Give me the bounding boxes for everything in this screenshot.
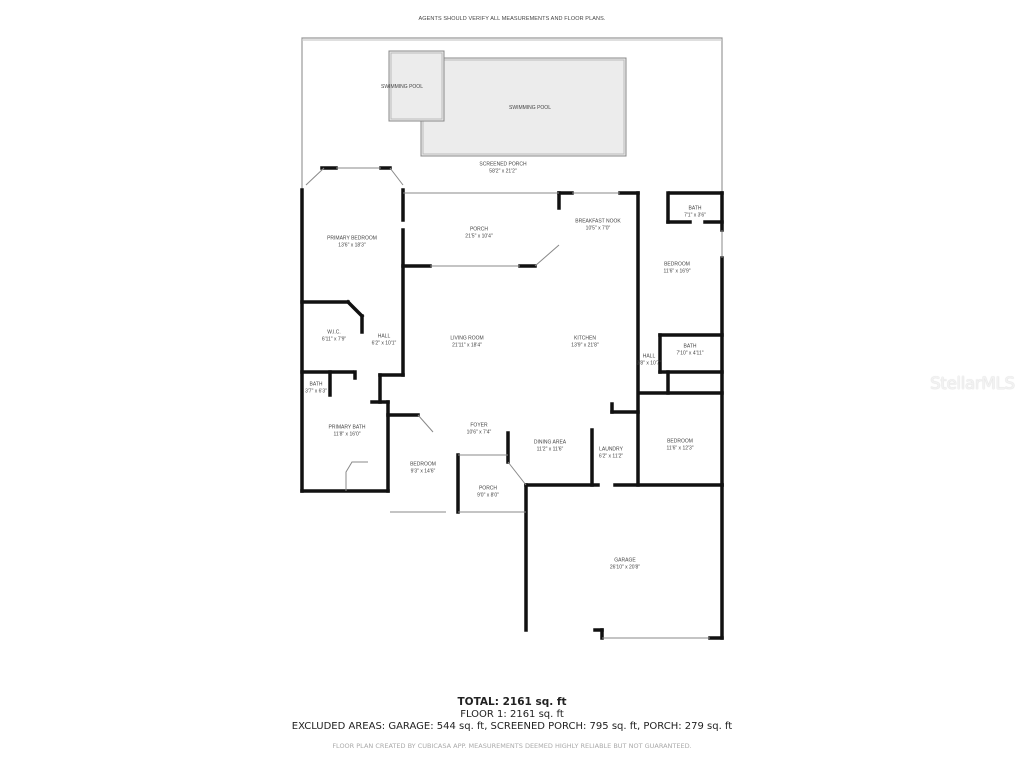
walls	[300, 166, 724, 640]
stellarmls-watermark: StellarMLS	[930, 374, 1015, 394]
excluded-areas: EXCLUDED AREAS: GARAGE: 544 sq. ft, SCRE…	[291, 721, 733, 732]
verify-disclaimer: AGENTS SHOULD VERIFY ALL MEASUREMENTS AN…	[418, 16, 606, 22]
room-label-pool-large: SWIMMING POOL	[509, 104, 551, 111]
room-label-wic: W.I.C.6'11" x 7'9"	[321, 329, 347, 343]
swimming-pools	[388, 50, 627, 157]
screened-porch-outline	[301, 37, 723, 192]
cubicasa-disclaimer: FLOOR PLAN CREATED BY CUBICASA APP. MEAS…	[332, 742, 692, 750]
room-label-pool-small: SWIMMING POOL	[381, 83, 423, 90]
windows-and-openings	[305, 167, 723, 639]
floor1-area: FLOOR 1: 2161 sq. ft	[460, 709, 564, 720]
total-area: TOTAL: 2161 sq. ft	[457, 696, 567, 708]
